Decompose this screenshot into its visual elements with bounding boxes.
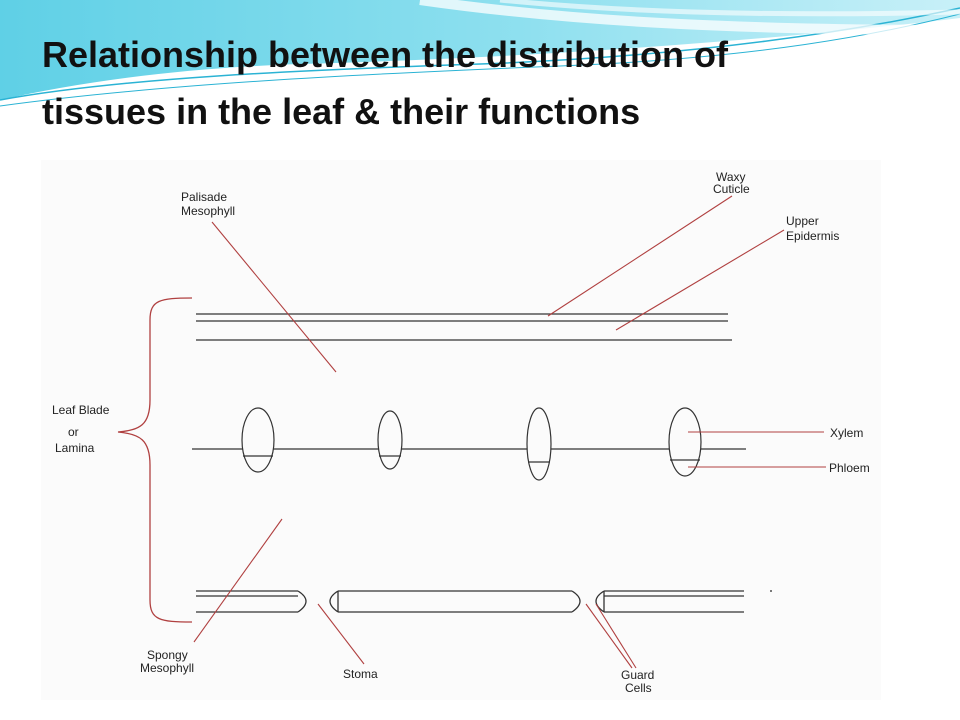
label-guard-line2: Cells — [625, 681, 652, 695]
leaf-blade-brace — [117, 297, 193, 623]
label-guard-line1: Guard — [621, 668, 654, 682]
pointer-lines — [193, 195, 826, 669]
diagram-labels: Palisade Mesophyll Waxy Cuticle Upper Ep… — [52, 170, 870, 695]
title-line-1: Relationship between the distribution of — [42, 34, 729, 75]
pointer-spongy — [193, 518, 283, 643]
lower-epidermis — [196, 590, 772, 613]
label-waxy-line2: Cuticle — [713, 182, 750, 196]
pointer-upper-epidermis — [615, 229, 785, 331]
pointer-guard-1 — [585, 603, 633, 669]
header-decoration — [0, 0, 960, 107]
vascular-bundle-2 — [377, 410, 403, 470]
leaf-cross-section-diagram: Palisade Mesophyll Waxy Cuticle Upper Ep… — [41, 160, 881, 700]
label-upper-line1: Upper — [786, 214, 819, 228]
upper-epidermis-lines — [196, 313, 732, 341]
pointer-stoma — [317, 603, 365, 665]
pointer-guard-2 — [595, 603, 637, 669]
vascular-bundle-1 — [241, 407, 275, 473]
label-upper-line2: Epidermis — [786, 229, 839, 243]
label-spongy-line2: Mesophyll — [140, 661, 194, 675]
label-waxy-line1: Waxy — [716, 170, 746, 184]
label-leaf-line2: or — [68, 425, 79, 439]
label-leaf-line1: Leaf Blade — [52, 403, 110, 417]
vascular-bundle-4 — [668, 407, 702, 477]
guard-cell-right — [329, 590, 339, 613]
guard-cell-left — [297, 590, 307, 613]
title-line-2: tissues in the leaf & their functions — [42, 91, 641, 132]
label-palisade-line1: Palisade — [181, 190, 227, 204]
slide-title: Relationship between the distribution of… — [42, 26, 922, 140]
label-phloem: Phloem — [829, 461, 870, 475]
vascular-bundle-3 — [526, 407, 552, 481]
label-stoma: Stoma — [343, 667, 378, 681]
label-palisade-line2: Mesophyll — [181, 204, 235, 218]
label-xylem: Xylem — [830, 426, 863, 440]
label-leaf-line3: Lamina — [55, 441, 95, 455]
pointer-palisade — [211, 221, 337, 373]
pointer-waxy-cuticle — [547, 195, 733, 317]
label-spongy-line1: Spongy — [147, 648, 188, 662]
